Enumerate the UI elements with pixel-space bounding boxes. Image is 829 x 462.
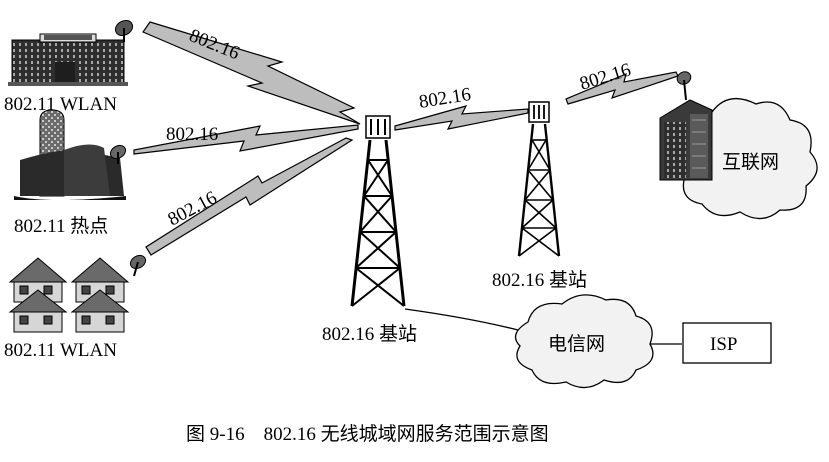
label-base-station-relay: 802.16 基站 xyxy=(492,269,587,291)
silo-farm-icon xyxy=(14,109,127,200)
label-wlan-bottom: 802.11 WLAN xyxy=(4,340,117,361)
link-label-hotspot: 802.16 xyxy=(166,124,218,145)
satellite-dish-icon xyxy=(109,144,127,164)
office-building-icon xyxy=(8,19,134,86)
link-hotspot-to-main xyxy=(133,124,359,155)
label-base-station-main: 802.16 基站 xyxy=(322,323,417,345)
satellite-dish-icon xyxy=(129,254,147,277)
figure-caption: 图 9-16 802.16 无线城域网服务范围示意图 xyxy=(186,423,549,445)
link-main-to-relay xyxy=(394,105,529,131)
link-wlan-top-to-main xyxy=(142,21,361,125)
link-wlan-bottom-to-main xyxy=(145,137,354,256)
radio-tower-icon-relay xyxy=(517,101,561,257)
cloud-icon xyxy=(514,294,654,389)
label-isp: ISP xyxy=(710,334,737,355)
wireless-links xyxy=(133,21,679,256)
label-telecom: 电信网 xyxy=(548,333,605,355)
isp-box xyxy=(682,322,772,364)
label-internet: 互联网 xyxy=(722,151,779,173)
label-wlan-top: 802.11 WLAN xyxy=(4,94,117,115)
label-hotspot: 802.11 热点 xyxy=(14,215,108,237)
houses-icon xyxy=(8,254,147,333)
satellite-dish-icon xyxy=(114,19,134,42)
satellite-dish-icon xyxy=(676,71,692,101)
skyscraper-cloud-icon xyxy=(659,71,818,220)
link-relay-to-internet xyxy=(565,71,679,105)
link-main-to-telecom xyxy=(404,308,519,331)
radio-tower-icon-main xyxy=(350,115,406,307)
